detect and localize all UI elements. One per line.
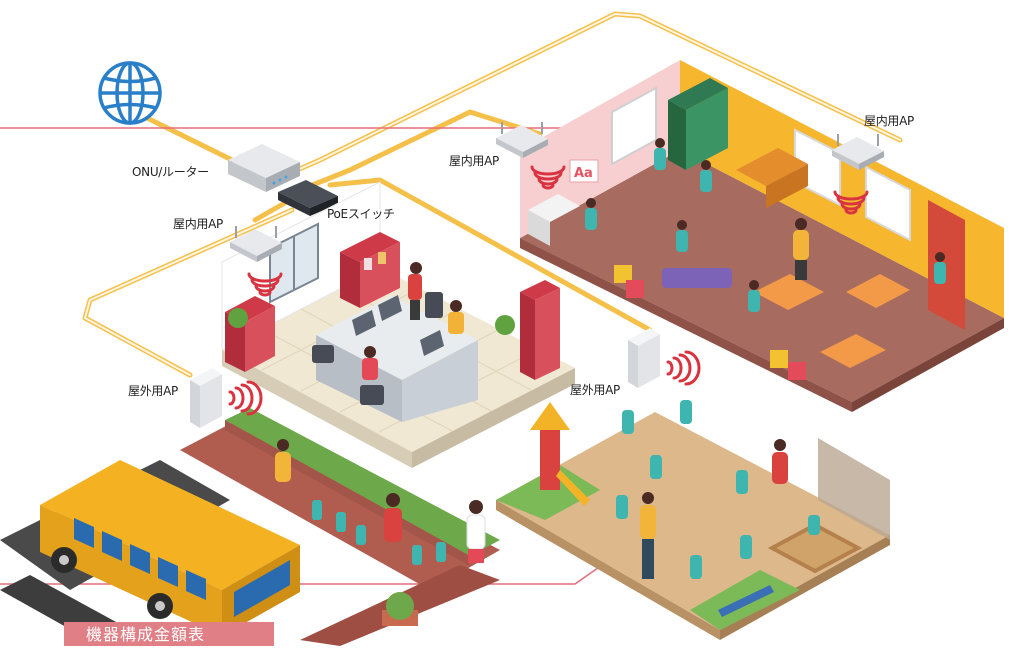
bus-area: [0, 408, 500, 646]
globe-icon: [98, 61, 162, 125]
access-point-icon: [230, 226, 282, 262]
access-point-icon: [496, 122, 548, 158]
label-ap-indoor-classroom-left: 屋内用AP: [449, 154, 499, 168]
access-point-icon: [628, 328, 660, 388]
access-point-icon: [190, 368, 222, 428]
section-title: 機器構成金額表: [64, 622, 274, 646]
label-ap-outdoor-left: 屋外用AP: [128, 384, 178, 398]
playground: [496, 400, 890, 640]
svg-text:Aa: Aa: [574, 166, 593, 181]
access-point-icon: [832, 134, 884, 170]
label-ap-indoor-classroom-right: 屋内用AP: [864, 114, 914, 128]
wifi-signal-icon: [228, 165, 869, 416]
label-onu-router: ONU/ルーター: [132, 165, 209, 179]
label-ap-indoor-office: 屋内用AP: [173, 217, 223, 231]
classroom: Aa: [520, 60, 1004, 412]
label-ap-outdoor-right: 屋外用AP: [570, 383, 620, 397]
router-icon: [228, 144, 300, 192]
switch-icon: [278, 180, 338, 216]
label-poe-switch: PoEスイッチ: [327, 207, 395, 221]
